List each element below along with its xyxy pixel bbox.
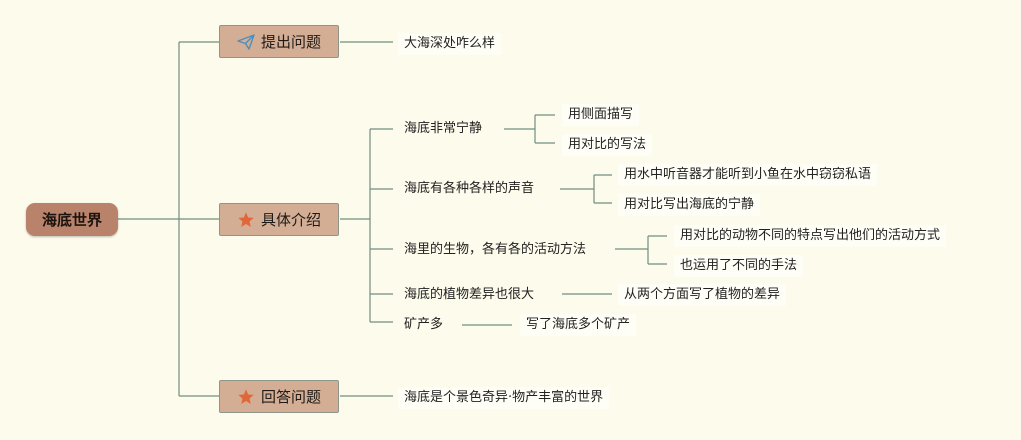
point-creatures-2: 也运用了不同的手法 <box>674 255 804 277</box>
branch-answer-label: 回答问题 <box>260 388 321 406</box>
point-quiet-2: 用对比的写法 <box>562 134 653 156</box>
branch-ask-label: 提出问题 <box>260 33 321 51</box>
point-sounds-1: 用水中听音器才能听到小鱼在水中窃窃私语 <box>618 164 878 186</box>
branch-ask: 提出问题 <box>219 25 339 58</box>
point-minerals-1: 写了海底多个矿产 <box>520 314 637 336</box>
root-node: 海底世界 <box>26 203 118 236</box>
point-quiet-1: 用侧面描写 <box>562 104 640 126</box>
root-label: 海底世界 <box>41 211 102 229</box>
star-icon <box>238 388 254 404</box>
ask-answer: 大海深处咋么样 <box>398 33 502 55</box>
topic-quiet: 海底非常宁静 <box>404 121 483 136</box>
topic-minerals: 矿产多 <box>404 317 444 332</box>
branch-detail-label: 具体介绍 <box>260 211 321 229</box>
point-sounds-2: 用对比写出海底的宁静 <box>618 194 761 216</box>
final-answer: 海底是个景色奇异·物产丰富的世界 <box>398 387 610 409</box>
point-plants-1: 从两个方面写了植物的差异 <box>618 284 787 306</box>
topic-creatures: 海里的生物，各有各的活动方法 <box>404 242 587 257</box>
star-icon <box>238 211 254 227</box>
paper-plane-icon <box>237 33 255 50</box>
topic-plants: 海底的植物差异也很大 <box>404 287 535 302</box>
branch-detail: 具体介绍 <box>219 203 339 236</box>
branch-answer: 回答问题 <box>219 380 339 413</box>
point-creatures-1: 用对比的动物不同的特点写出他们的活动方式 <box>674 225 947 247</box>
topic-sounds: 海底有各种各样的声音 <box>404 181 535 196</box>
